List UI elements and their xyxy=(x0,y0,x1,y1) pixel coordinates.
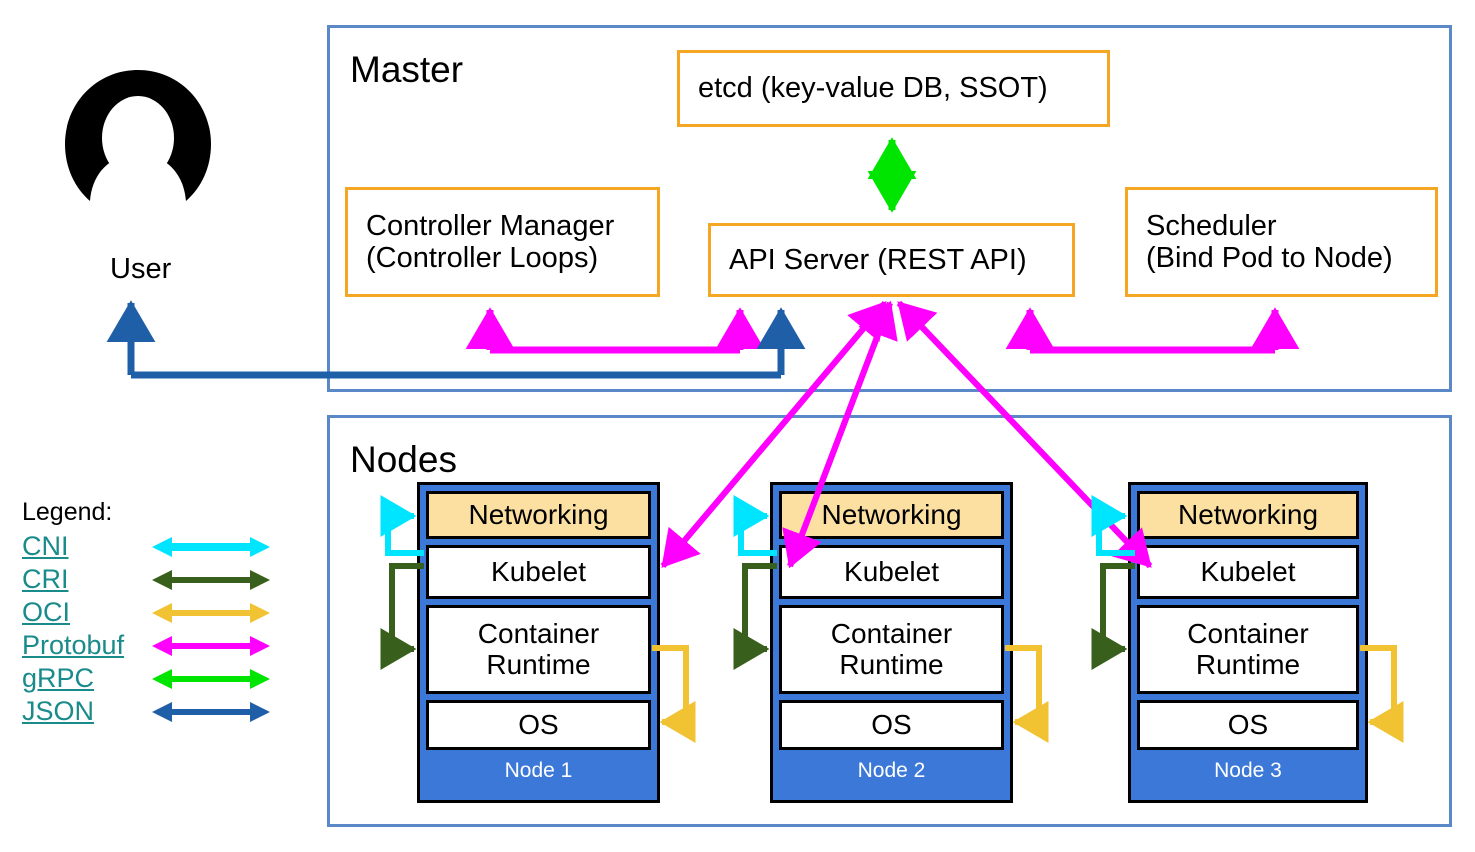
nodes-group-title: Nodes xyxy=(350,439,457,480)
legend-item-json[interactable]: JSON xyxy=(22,695,272,728)
legend-item-cri[interactable]: CRI xyxy=(22,563,272,596)
node-card-1[interactable]: Networking Kubelet Container Runtime OS … xyxy=(417,482,660,803)
connector-oci-node3 xyxy=(1360,645,1404,743)
connector-oci-node1 xyxy=(652,645,696,743)
node-3-container-runtime[interactable]: Container Runtime xyxy=(1137,605,1359,694)
legend-label-protobuf: Protobuf xyxy=(22,630,125,660)
etcd-box[interactable]: etcd (key-value DB, SSOT) xyxy=(677,50,1110,127)
node-2-container-runtime-label: Container Runtime xyxy=(830,618,953,680)
nodes-group-box xyxy=(327,415,1452,827)
node-1-os-label: OS xyxy=(518,708,559,740)
node-3-networking[interactable]: Networking xyxy=(1137,491,1359,539)
legend-item-cni[interactable]: CNI xyxy=(22,530,272,563)
controller-manager-box[interactable]: Controller Manager (Controller Loops) xyxy=(345,187,660,297)
legend-arrow-cni xyxy=(152,536,270,557)
node-card-3[interactable]: Networking Kubelet Container Runtime OS … xyxy=(1128,482,1368,803)
node-2-os[interactable]: OS xyxy=(779,700,1004,750)
user-label: User xyxy=(110,253,172,285)
node-3-name: Node 3 xyxy=(1214,759,1282,782)
node-1-kubelet[interactable]: Kubelet xyxy=(426,545,651,599)
connector-protobuf-apiserver-node3 xyxy=(896,300,1153,569)
node-1-name: Node 1 xyxy=(504,759,573,782)
legend-item-grpc[interactable]: gRPC xyxy=(22,662,272,695)
connector-protobuf-controllermanager-apiserver xyxy=(465,307,765,354)
controller-manager-label: Controller Manager (Controller Loops) xyxy=(366,209,615,274)
legend-label-cri: CRI xyxy=(22,564,69,594)
legend-arrow-cri xyxy=(152,569,270,590)
legend-label-json: JSON xyxy=(22,696,95,726)
legend-arrow-grpc xyxy=(152,668,270,689)
node-2-networking-label: Networking xyxy=(821,498,962,530)
user-avatar-icon xyxy=(65,70,211,201)
node-2-os-label: OS xyxy=(871,708,912,740)
node-2-name: Node 2 xyxy=(857,759,926,782)
node-1-kubelet-label: Kubelet xyxy=(491,555,586,587)
node-3-container-runtime-label: Container Runtime xyxy=(1187,618,1309,680)
scheduler-box[interactable]: Scheduler (Bind Pod to Node) xyxy=(1125,187,1438,297)
node-1-os[interactable]: OS xyxy=(426,700,651,750)
node-2-kubelet-label: Kubelet xyxy=(844,555,939,587)
legend-label-oci: OCI xyxy=(22,597,71,627)
node-3-kubelet[interactable]: Kubelet xyxy=(1137,545,1359,599)
connector-cri-node3 xyxy=(1091,563,1135,670)
node-3-kubelet-label: Kubelet xyxy=(1200,555,1296,587)
legend-arrow-json xyxy=(152,701,270,722)
node-3-networking-label: Networking xyxy=(1177,498,1319,530)
api-server-label: API Server (REST API) xyxy=(729,243,1027,276)
legend-arrow-oci xyxy=(152,602,270,623)
connector-protobuf-scheduler-apiserver xyxy=(1005,307,1300,354)
master-group-box xyxy=(327,25,1452,392)
scheduler-label: Scheduler (Bind Pod to Node) xyxy=(1146,209,1393,274)
connector-cri-node2 xyxy=(733,563,777,670)
node-card-2[interactable]: Networking Kubelet Container Runtime OS … xyxy=(770,482,1013,803)
etcd-label: etcd (key-value DB, SSOT) xyxy=(698,72,1048,105)
legend-item-protobuf[interactable]: Protobuf xyxy=(22,629,272,662)
connector-cni-node1 xyxy=(380,495,424,556)
api-server-box[interactable]: API Server (REST API) xyxy=(708,223,1075,297)
master-group-title: Master xyxy=(350,49,464,90)
legend-arrow-protobuf xyxy=(152,635,270,656)
node-2-kubelet[interactable]: Kubelet xyxy=(779,545,1004,599)
node-3-os[interactable]: OS xyxy=(1137,700,1359,750)
node-1-networking[interactable]: Networking xyxy=(426,491,651,539)
legend-item-oci[interactable]: OCI xyxy=(22,596,272,629)
node-1-container-runtime[interactable]: Container Runtime xyxy=(426,605,651,694)
connector-cri-node1 xyxy=(380,563,424,670)
connector-protobuf-apiserver-node1 xyxy=(660,301,888,568)
legend: Legend: CNI CRI OCI Protobuf xyxy=(22,500,272,728)
node-2-container-runtime[interactable]: Container Runtime xyxy=(779,605,1004,694)
connector-json-user-apiserver xyxy=(106,300,806,379)
connector-protobuf-apiserver-node2 xyxy=(782,300,898,569)
connector-cni-node3 xyxy=(1091,495,1135,556)
node-3-os-label: OS xyxy=(1227,708,1269,740)
connector-oci-node2 xyxy=(1005,645,1049,743)
legend-label-cni: CNI xyxy=(22,531,69,561)
connector-cni-node2 xyxy=(733,495,777,556)
legend-title: Legend: xyxy=(22,498,113,526)
node-1-container-runtime-label: Container Runtime xyxy=(477,618,600,680)
node-1-networking-label: Networking xyxy=(468,498,609,530)
legend-label-grpc: gRPC xyxy=(22,663,95,693)
